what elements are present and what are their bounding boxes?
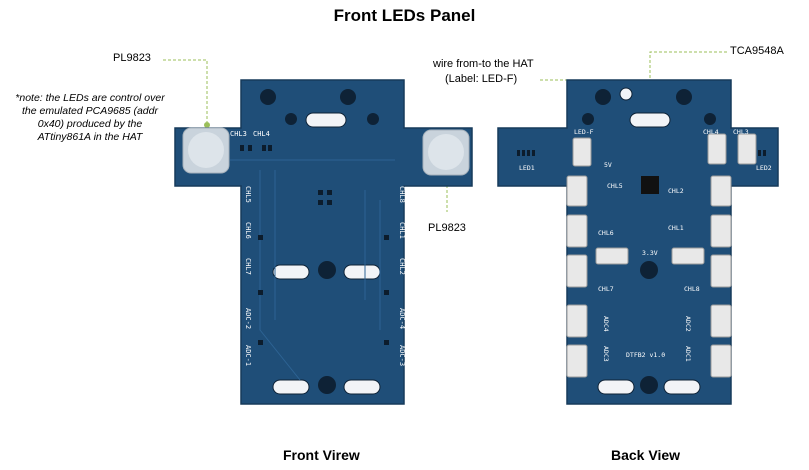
back-silk-chl2: CHL2 (668, 187, 684, 195)
front-label-pl9823-top: PL9823 (113, 52, 151, 64)
front-silk-chl7: CHL7 (244, 258, 252, 275)
back-silk-chl6: CHL6 (598, 229, 614, 237)
front-label-pl9823-right: PL9823 (428, 222, 466, 234)
front-silk-chl5: CHL5 (244, 186, 252, 203)
back-silk-led-f: LED-F (574, 128, 594, 136)
panel-title: Front LEDs Panel (333, 6, 476, 25)
back-silk-led1: LED1 (519, 164, 535, 172)
front-silk-adc3: ADC-3 (398, 345, 406, 366)
back-label-wire: wire from-to the HAT (433, 58, 534, 70)
back-silk-5v: 5V (604, 161, 612, 169)
back-silk-adc2: ADC2 (684, 316, 692, 332)
front-led-right (422, 129, 470, 176)
tca9548a-chip (641, 176, 659, 194)
back-connectors (566, 133, 757, 378)
front-note: *note: the LEDs are control over the emu… (15, 92, 165, 143)
back-silk-chl3: CHL3 (733, 128, 749, 136)
back-silk-chl8: CHL8 (684, 285, 700, 293)
front-silk-adc2: ADC-2 (244, 308, 252, 329)
front-led-left (182, 127, 230, 174)
back-caption: Back View (611, 447, 681, 463)
front-silk-adc4: ADC-4 (398, 308, 406, 329)
back-silk-3v3: 3.3V (642, 249, 658, 257)
back-silk-chl7: CHL7 (598, 285, 614, 293)
front-silk-chl1: CHL1 (398, 222, 406, 239)
back-silk-chl4: CHL4 (703, 128, 719, 136)
back-silk-chl5: CHL5 (607, 182, 623, 190)
front-silk-chl8: CHL8 (398, 186, 406, 203)
back-silk-version: DTFB2 v1.0 (626, 351, 665, 359)
front-silk-adc1: ADC-1 (244, 345, 252, 366)
front-board: CHL3 CHL4 CHL5 CHL6 CHL7 CHL8 CHL1 CHL2 … (174, 79, 473, 405)
front-silk-chl2: CHL2 (398, 258, 406, 275)
back-silk-led2: LED2 (756, 164, 772, 172)
front-silk-chl4: CHL4 (253, 130, 270, 138)
back-silk-chl1: CHL1 (668, 224, 684, 232)
back-label-wire-sub: (Label: LED-F) (445, 73, 518, 85)
back-board: LED-F 5V LED1 LED2 CHL4 CHL3 CHL5 CHL2 C… (497, 79, 779, 405)
front-silk-chl3: CHL3 (230, 130, 247, 138)
back-silk-adc3: ADC3 (602, 346, 610, 362)
front-silk-chl6: CHL6 (244, 222, 252, 239)
front-caption: Front Virew (283, 447, 360, 463)
back-label-chip: TCA9548A (730, 45, 784, 57)
back-silk-adc4: ADC4 (602, 316, 610, 332)
back-silk-adc1: ADC1 (684, 346, 692, 362)
